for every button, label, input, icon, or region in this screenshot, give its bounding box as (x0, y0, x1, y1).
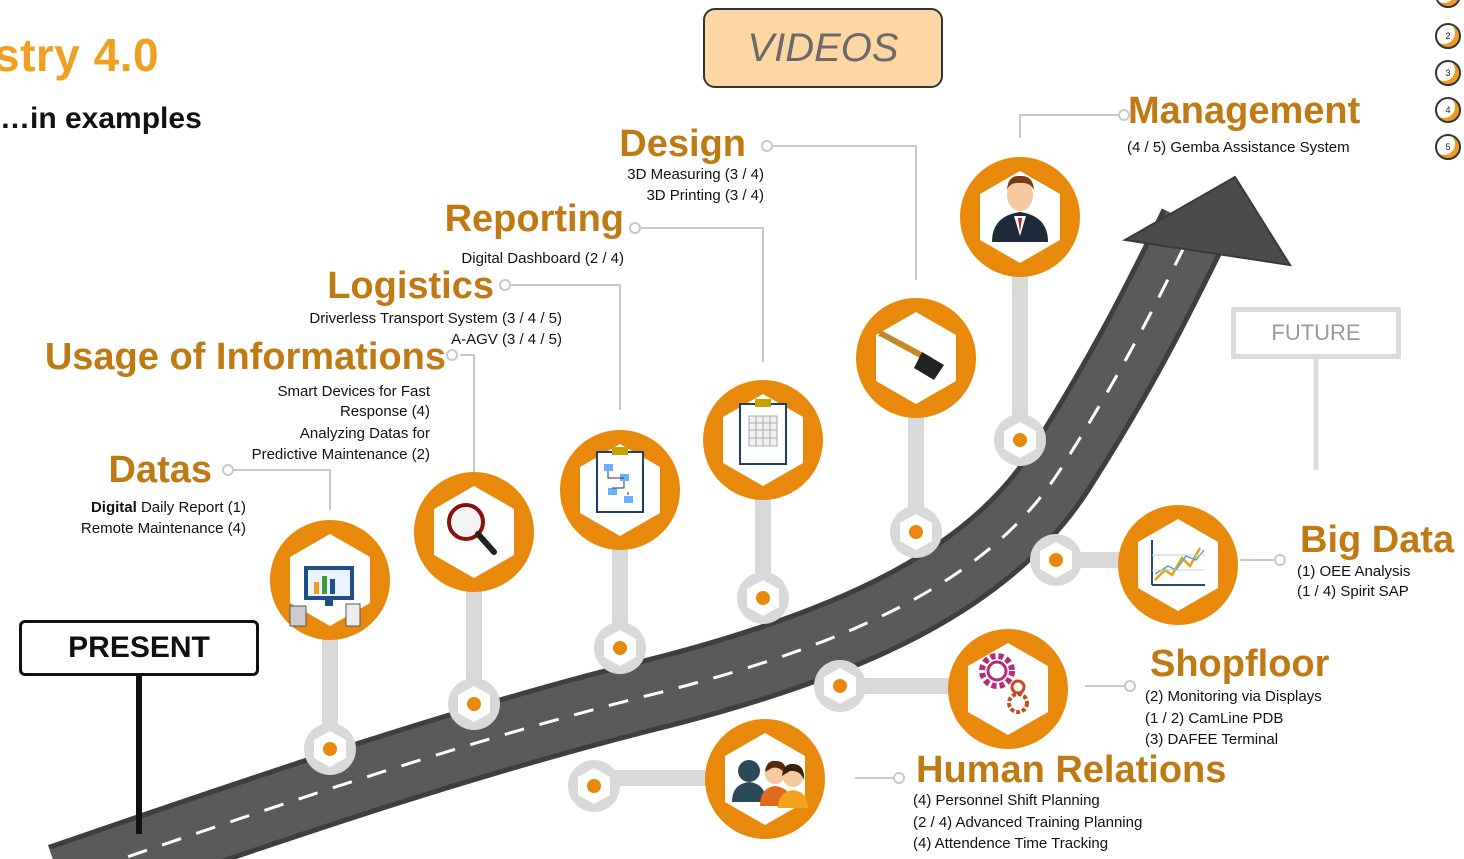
page-title: stry 4.0 (0, 29, 160, 81)
level-indicator-3[interactable]: 3 (1435, 60, 1461, 86)
present-pole (136, 676, 142, 834)
videos-button[interactable]: VIDEOS (703, 8, 943, 88)
datas-item-rest: Daily Report (1) (136, 499, 246, 516)
line-graph-icon (1151, 540, 1205, 586)
present-box[interactable]: PRESENT (19, 620, 259, 676)
datas-item: Remote Maintenance (4) (80, 520, 246, 537)
gears-icon (979, 653, 1029, 714)
level-indicator-2[interactable]: 2 (1435, 23, 1461, 49)
shopfloor-item: (2) Monitoring via Displays (1145, 688, 1322, 705)
logistics-item: Driverless Transport System (3 / 4 / 5) (309, 310, 562, 327)
bigdata-item: (1 / 4) Spirit SAP (1297, 583, 1409, 600)
category-reporting-title[interactable]: Reporting (444, 198, 624, 240)
page-subtitle: …in examples (0, 102, 202, 135)
shopfloor-item: (1 / 2) CamLine PDB (1145, 710, 1284, 727)
management-item: (4 / 5) Gemba Assistance System (1127, 139, 1350, 156)
reporting-item: Digital Dashboard (2 / 4) (461, 250, 624, 267)
hr-item: (2 / 4) Advanced Training Planning (913, 814, 1143, 831)
level-indicator-5[interactable]: 5 (1435, 134, 1461, 160)
shopfloor-item: (3) DAFEE Terminal (1145, 731, 1279, 748)
datas-item: Digital Daily Report (1) (20, 498, 246, 517)
category-management-title[interactable]: Management (1128, 90, 1361, 132)
logistics-item: A-AGV (3 / 4 / 5) (451, 331, 562, 348)
level-indicator-4[interactable]: 4 (1435, 97, 1461, 123)
datas-item-bold: Digital (90, 499, 137, 516)
category-datas-title[interactable]: Datas (108, 449, 213, 491)
category-usage-title[interactable]: Usage of Informations (44, 336, 446, 378)
future-box[interactable]: FUTURE (1231, 307, 1401, 359)
pen-drawing-icon (877, 331, 944, 380)
bigdata-item: (1) OEE Analysis (1297, 563, 1411, 580)
dashboard-clipboard-icon (739, 399, 787, 465)
magnifier-icon (447, 503, 497, 555)
category-hr-title[interactable]: Human Relations (916, 749, 1227, 791)
usage-item: Predictive Maintenance (2) (251, 446, 430, 463)
manager-avatar-icon (992, 175, 1048, 242)
people-group-icon (732, 760, 808, 808)
category-logistics-title[interactable]: Logistics (327, 265, 494, 307)
flowchart-clipboard-icon (596, 447, 644, 513)
design-item: 3D Printing (3 / 4) (646, 187, 764, 204)
usage-item: Smart Devices for Fast (277, 383, 430, 400)
category-shopfloor-title[interactable]: Shopfloor (1150, 643, 1330, 685)
design-item: 3D Measuring (3 / 4) (627, 166, 764, 183)
category-bigdata-title[interactable]: Big Data (1300, 519, 1455, 561)
usage-item: Response (4) (339, 403, 430, 420)
usage-item: Analyzing Datas for (299, 425, 430, 442)
hr-item: (4) Personnel Shift Planning (913, 792, 1100, 809)
category-design-title[interactable]: Design (619, 123, 746, 165)
computer-charts-icon (289, 566, 361, 627)
hr-item: (4) Attendence Time Tracking (913, 835, 1109, 852)
